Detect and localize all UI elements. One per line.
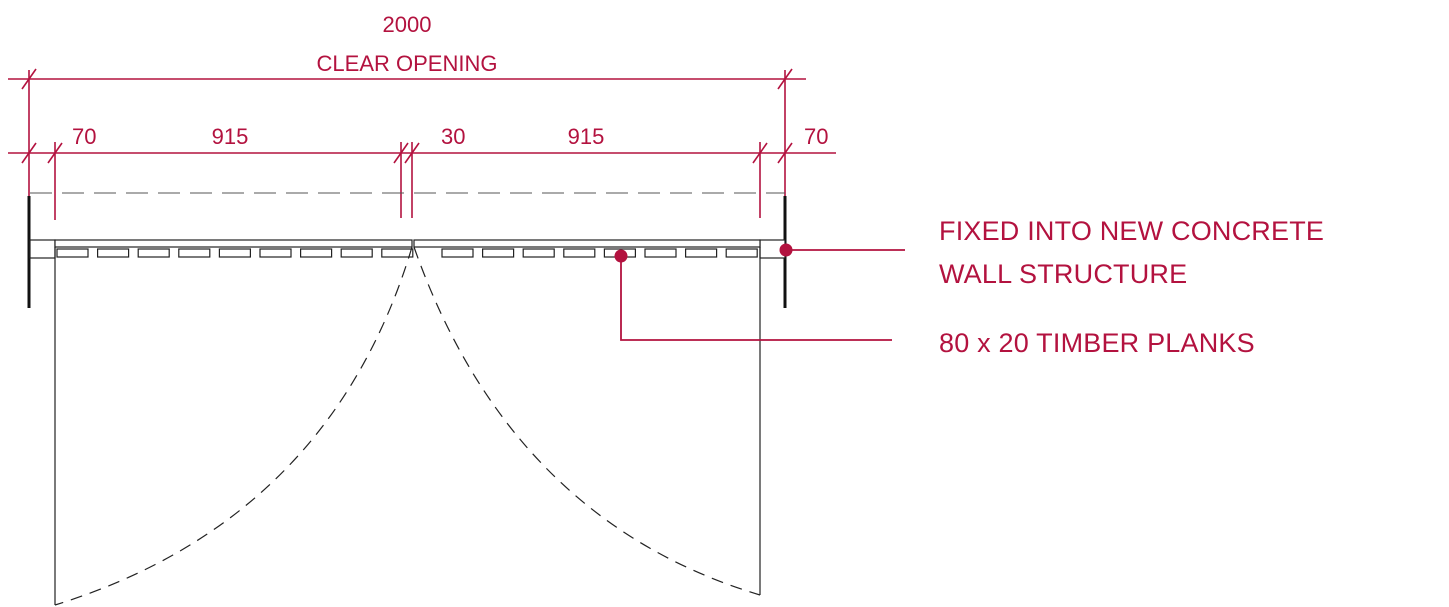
planks-leader-line — [620, 256, 892, 341]
segment-tick-6 — [777, 142, 793, 164]
planks-leader-dot — [614, 249, 628, 263]
callout-fixing: FIXED INTO NEW CONCRETE WALL STRUCTURE — [779, 216, 1324, 289]
timber-plank — [259, 248, 292, 258]
timber-plank — [684, 248, 718, 258]
overall-dimension-value: 2000 — [383, 12, 432, 37]
segment-tick-4 — [404, 142, 420, 164]
jamb-left — [29, 239, 56, 259]
swing-arc-left — [54, 246, 413, 606]
timber-plank — [381, 248, 414, 258]
timber-plank — [96, 248, 130, 258]
fixing-leader-dot — [779, 243, 793, 257]
timber-plank — [522, 248, 555, 258]
overall-dimension: 2000 CLEAR OPENING — [8, 12, 806, 196]
callout-planks: 80 x 20 TIMBER PLANKS — [614, 249, 1255, 358]
overall-tick-left — [21, 68, 37, 90]
overall-tick-right — [777, 68, 793, 90]
segment-label-1: 70 — [72, 124, 96, 149]
timber-plank — [300, 248, 333, 258]
timber-plank — [137, 248, 170, 258]
segment-dimensions: 70 915 30 915 70 — [8, 124, 836, 220]
segment-tick-3 — [393, 142, 409, 164]
door-leaf-right — [413, 239, 761, 248]
segment-tick-5 — [752, 142, 768, 164]
segment-label-3: 30 — [441, 124, 465, 149]
timber-plank — [340, 248, 373, 258]
timber-plank — [56, 248, 89, 258]
timber-planks — [56, 248, 758, 258]
timber-plank — [178, 248, 211, 258]
door-leaf-left — [54, 239, 413, 248]
segment-label-5: 70 — [804, 124, 828, 149]
timber-plank — [482, 248, 515, 258]
timber-plank — [441, 248, 474, 258]
segment-label-2: 915 — [212, 124, 249, 149]
fixing-callout-line-1: FIXED INTO NEW CONCRETE — [939, 216, 1324, 246]
overall-dimension-label: CLEAR OPENING — [317, 51, 498, 76]
segment-tick-1 — [21, 142, 37, 164]
planks-callout: 80 x 20 TIMBER PLANKS — [939, 328, 1255, 358]
swing-arc-right — [413, 246, 761, 596]
segment-tick-2 — [47, 142, 63, 164]
timber-plank — [563, 248, 596, 258]
timber-plank — [644, 248, 677, 258]
fixing-callout-line-2: WALL STRUCTURE — [939, 259, 1187, 289]
segment-label-4: 915 — [568, 124, 605, 149]
timber-plank — [725, 248, 758, 258]
timber-plank — [218, 248, 251, 258]
